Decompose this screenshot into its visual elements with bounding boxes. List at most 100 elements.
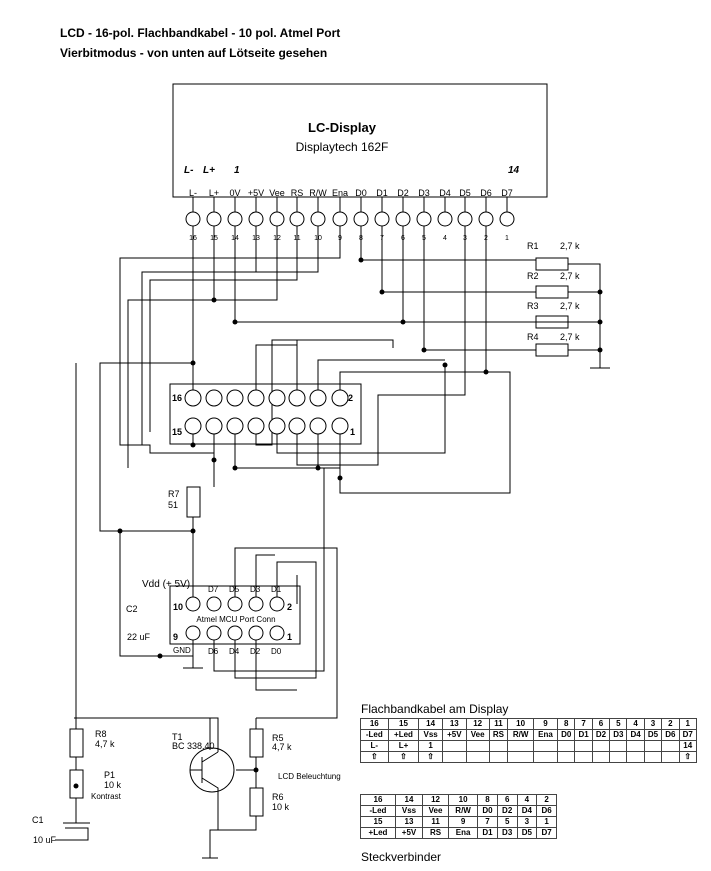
- display-pin-number: 4: [443, 235, 447, 242]
- wire: [339, 226, 487, 398]
- mcu-label-2: 2: [287, 602, 292, 612]
- table-cell: D2: [496, 805, 518, 817]
- display-pin-name: 0V: [229, 188, 240, 198]
- wire: [255, 554, 275, 604]
- connector16-pad: [309, 417, 327, 435]
- table-cell: D7: [536, 827, 557, 839]
- display-pin-name: RS: [291, 188, 304, 198]
- mcu-label-1: 1: [287, 632, 292, 642]
- display-pin-pad: [289, 211, 305, 227]
- mcu-pad: [269, 625, 285, 641]
- mcu-top-pin-label: D1: [271, 585, 282, 594]
- connector-16-box: [169, 383, 362, 445]
- junction-dot: [358, 257, 364, 263]
- mcu-label-9: 9: [173, 632, 178, 642]
- table-cell: RS: [422, 827, 450, 839]
- table-cell: 7: [477, 816, 498, 828]
- lcd-display-box: [172, 83, 548, 198]
- display-pin-number: 6: [401, 235, 405, 242]
- wire: [99, 362, 193, 532]
- display-pin-name: L-: [189, 188, 197, 198]
- c2-value: 22 uF: [127, 632, 151, 642]
- display-title: LC-Display: [308, 120, 377, 135]
- table-cell: 6: [591, 718, 611, 730]
- junction-dot: [190, 528, 196, 534]
- table-cell: 15: [360, 816, 396, 828]
- table-cell: +5V: [394, 827, 424, 839]
- table-cell: [532, 740, 559, 752]
- r3-name: R3: [527, 301, 539, 311]
- junction-dot: [337, 475, 343, 481]
- table-cell: ⇧: [418, 751, 443, 763]
- display-pin-pad: [332, 211, 348, 227]
- table-cell: D3: [496, 827, 518, 839]
- display-pin-name: Ena: [332, 188, 348, 198]
- display-pin-pad: [185, 211, 201, 227]
- mcu-label-10: 10: [173, 602, 183, 612]
- table-cell: 3: [516, 816, 538, 828]
- table-cell: +5V: [441, 729, 467, 741]
- table-cell: Ena: [448, 827, 479, 839]
- mcu-gnd: GND: [173, 646, 191, 655]
- table-cell: ⇧: [387, 751, 420, 763]
- mcu-top-pin-label: D3: [250, 585, 261, 594]
- conn16-label-15: 15: [172, 427, 182, 437]
- table-cell: [661, 740, 680, 752]
- table-cell: Ena: [532, 729, 559, 741]
- wire: [255, 344, 297, 398]
- junction-dot: [483, 369, 489, 375]
- junction-dot: [232, 319, 238, 325]
- conn16-label-1: 1: [350, 427, 355, 437]
- connector16-pad: [226, 389, 244, 407]
- connector16-pad: [247, 417, 265, 435]
- table-cell: 14: [418, 718, 443, 730]
- wire: [255, 575, 298, 691]
- c2-name: C2: [126, 604, 138, 614]
- table-cell: D4: [626, 729, 645, 741]
- display-pin-name: D6: [480, 188, 492, 198]
- table-cell: D5: [643, 729, 663, 741]
- display-top-label-lminus: L-: [184, 165, 194, 176]
- table-cell: [465, 740, 490, 752]
- display-pin-number: 3: [463, 235, 467, 242]
- mcu-bottom-pin-label: D4: [229, 647, 240, 656]
- junction-dot: [117, 528, 123, 534]
- junction-dot: [73, 783, 79, 789]
- display-pin-name: R/W: [309, 188, 327, 198]
- display-pin-pad: [227, 211, 243, 227]
- p1-value: 10 k: [104, 780, 122, 790]
- table-cell: [441, 751, 467, 763]
- display-pin-number: 16: [189, 235, 197, 242]
- junction-dot: [190, 360, 196, 366]
- table-cell: [532, 751, 559, 763]
- table-cell: 12: [422, 794, 450, 806]
- display-pin-number: 12: [273, 235, 281, 242]
- table-cell: [507, 751, 534, 763]
- display-pin-number: 10: [314, 235, 322, 242]
- r2-name: R2: [527, 271, 539, 281]
- table-cell: [507, 740, 534, 752]
- table-cell: 7: [574, 718, 593, 730]
- table-cell: 12: [465, 718, 490, 730]
- display-pin-pad: [395, 211, 411, 227]
- mcu-bottom-pin-label: D0: [271, 647, 282, 656]
- mcu-vdd-label: Vdd (+ 5V): [142, 579, 190, 590]
- c1-name: C1: [32, 815, 44, 825]
- wire: [213, 426, 325, 672]
- junction-dot: [597, 319, 603, 325]
- display-pin-name: Vee: [269, 188, 285, 198]
- table-cell: [643, 751, 663, 763]
- display-pin-pad: [457, 211, 473, 227]
- display-top-label-14: 14: [508, 165, 520, 176]
- mcu-pad: [248, 596, 264, 612]
- table-cell: 1: [678, 718, 698, 730]
- display-pin-name: D5: [459, 188, 471, 198]
- connector16-pad: [309, 389, 327, 407]
- page-subtitle: Vierbitmodus - von unten auf Lötseite ge…: [60, 46, 328, 60]
- wire: [276, 365, 446, 454]
- mcu-pad: [227, 625, 243, 641]
- wire: [256, 645, 338, 719]
- table-cell: [488, 751, 509, 763]
- r6-value: 10 k: [272, 802, 290, 812]
- table-cell: [557, 751, 576, 763]
